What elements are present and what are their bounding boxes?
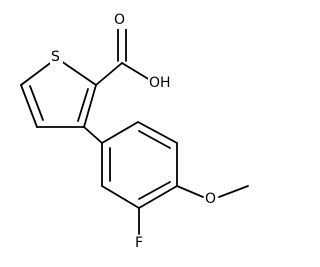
- bond-ar2-ar3-double: [138, 130, 171, 149]
- methoxy-oxygen-label: O: [205, 191, 216, 207]
- bond-c5-s: [20, 60, 54, 86]
- bond-ar4-ar5-double: [138, 181, 171, 200]
- sulfur-label: S: [51, 49, 60, 65]
- hydroxyl-label: OH: [149, 75, 171, 91]
- bond-c2-c3-double: [77, 88, 89, 122]
- bond-o-methyl: [218, 185, 249, 198]
- carboxylic-acid-group: [95, 25, 151, 86]
- fluorine-label: F: [135, 235, 143, 251]
- bond-ar4-ar5: [138, 185, 178, 209]
- thiophene-ring: [20, 60, 97, 128]
- bond-ar2-ar3: [137, 121, 178, 144]
- bond-c2-carboxyl: [95, 62, 123, 86]
- bond-c2-c3: [83, 84, 97, 128]
- methoxy-substituent: [176, 185, 249, 198]
- atom-labels: S O OH F O: [50, 12, 218, 252]
- bond-s-c2: [60, 60, 97, 86]
- bond-ar4-o: [176, 185, 204, 198]
- chemical-structure-diagram: S O OH F O: [20, 12, 249, 252]
- benzene-ring: [83, 121, 178, 209]
- carbonyl-oxygen-label: O: [114, 12, 125, 28]
- bond-ar5-ar6: [101, 185, 140, 209]
- bond-c4-c5-double: [29, 85, 44, 121]
- bond-c4-c5: [20, 84, 38, 128]
- bond-c3-aryl: [83, 126, 103, 144]
- bond-ar1-ar2: [101, 121, 139, 144]
- bond-carboxyl-oh: [121, 62, 151, 81]
